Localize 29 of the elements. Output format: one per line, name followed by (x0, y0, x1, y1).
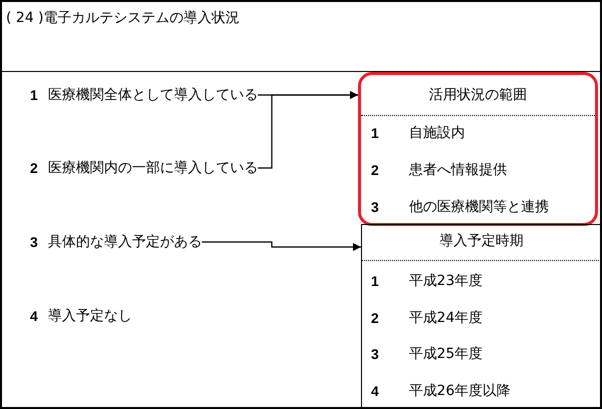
panel-heading: 導入予定時期 (440, 232, 524, 250)
schedule-panel (361, 224, 601, 407)
option-text: 具体的な導入予定がある (48, 233, 202, 251)
title: ( 24 )電子カルテシステムの導入状況 (6, 9, 240, 27)
item-number: 2 (371, 310, 379, 326)
option-text: 医療機関全体として導入している (48, 86, 258, 104)
item-number: 3 (371, 199, 379, 215)
arrow (202, 241, 361, 251)
item-text: 他の医療機関等と連携 (408, 198, 549, 216)
range-panel (358, 72, 598, 226)
option-number: 2 (30, 160, 38, 176)
option-text: 医療機関内の一部に導入している (48, 159, 258, 177)
item-number: 3 (371, 346, 379, 362)
item-text: 平成26年度以降 (408, 382, 511, 400)
option-number: 1 (30, 87, 38, 103)
item-text: 自施設内 (408, 124, 465, 142)
item-text: 平成25年度 (408, 345, 483, 363)
item-number: 2 (371, 162, 379, 178)
option-number: 4 (30, 308, 38, 324)
arrow (258, 91, 358, 169)
item-text: 平成23年度 (408, 272, 483, 290)
option-number: 3 (30, 234, 38, 250)
option-text: 導入予定なし (48, 307, 132, 325)
item-number: 1 (371, 273, 379, 289)
item-number: 4 (371, 383, 379, 399)
item-text: 患者へ情報提供 (408, 161, 507, 179)
panel-heading: 活用状況の範囲 (429, 86, 527, 104)
item-text: 平成24年度 (408, 309, 483, 327)
item-number: 1 (371, 125, 379, 141)
